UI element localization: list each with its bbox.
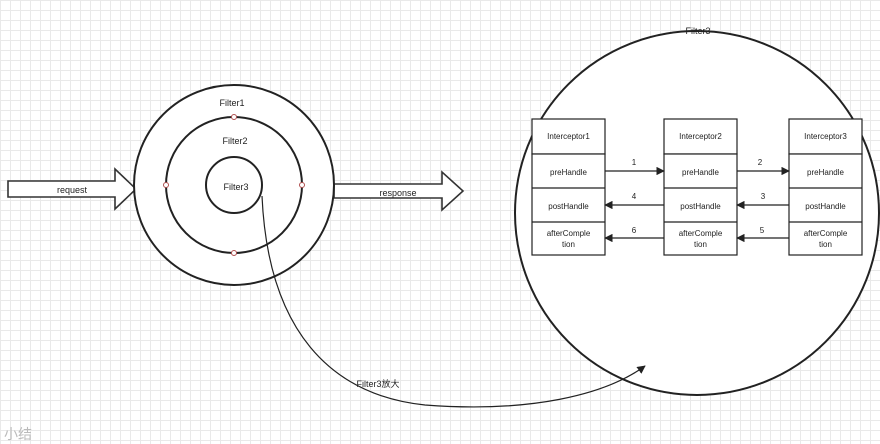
interceptor-header [788, 118, 863, 155]
connection-point [231, 250, 237, 256]
step-5-label: 5 [760, 226, 765, 235]
response-label: response [379, 188, 416, 198]
aftercompletion-label: afterComple [547, 229, 591, 238]
aftercompletion-label-cont: tion [562, 240, 575, 249]
response-arrow: response [333, 170, 465, 212]
interceptor-column: Interceptor3 preHandle postHandle afterC… [788, 118, 863, 256]
posthandle-label: postHandle [805, 202, 846, 211]
filter1-label: Filter1 [219, 98, 244, 108]
step-3-label: 3 [761, 192, 766, 201]
interceptor-header [531, 118, 606, 155]
interceptor-column: Interceptor1 preHandle postHandle afterC… [531, 118, 606, 256]
interceptor-name: Interceptor2 [679, 132, 722, 141]
prehandle-label: preHandle [550, 168, 587, 177]
aftercompletion-label: afterComple [679, 229, 723, 238]
filter-rings: Filter1 Filter2 Filter3 [133, 84, 335, 286]
posthandle-label: postHandle [548, 202, 589, 211]
step-4-label: 4 [632, 192, 637, 201]
prehandle-label: preHandle [807, 168, 844, 177]
interceptor-name: Interceptor1 [547, 132, 590, 141]
filter2-label: Filter2 [222, 136, 247, 146]
footer-heading: 小结 [4, 427, 32, 443]
zoom-label: Filter3放大 [356, 378, 399, 389]
connection-point [231, 114, 237, 120]
filter3-label: Filter3 [223, 182, 248, 192]
filter3-ring [205, 156, 263, 214]
step-6-label: 6 [632, 226, 637, 235]
interceptor-methods [531, 153, 606, 256]
interceptor-methods [788, 153, 863, 256]
connection-point [163, 182, 169, 188]
step-2-label: 2 [758, 158, 763, 167]
step-1-label: 1 [632, 158, 637, 167]
posthandle-label: postHandle [680, 202, 721, 211]
connection-point [299, 182, 305, 188]
flow-arrows: 1 2 3 4 5 6 [604, 158, 790, 243]
prehandle-label: preHandle [682, 168, 719, 177]
interceptor-column: Interceptor2 preHandle postHandle afterC… [663, 118, 738, 256]
interceptor-name: Interceptor3 [804, 132, 847, 141]
interceptor-header [663, 118, 738, 155]
request-label: request [57, 185, 88, 195]
zoom-curve: Filter3放大 [261, 195, 646, 408]
aftercompletion-label: afterComple [804, 229, 848, 238]
filter3-zoom-title: Filter3 [685, 26, 710, 36]
aftercompletion-label-cont: tion [694, 240, 707, 249]
aftercompletion-label-cont: tion [819, 240, 832, 249]
request-arrow: request [7, 167, 138, 211]
